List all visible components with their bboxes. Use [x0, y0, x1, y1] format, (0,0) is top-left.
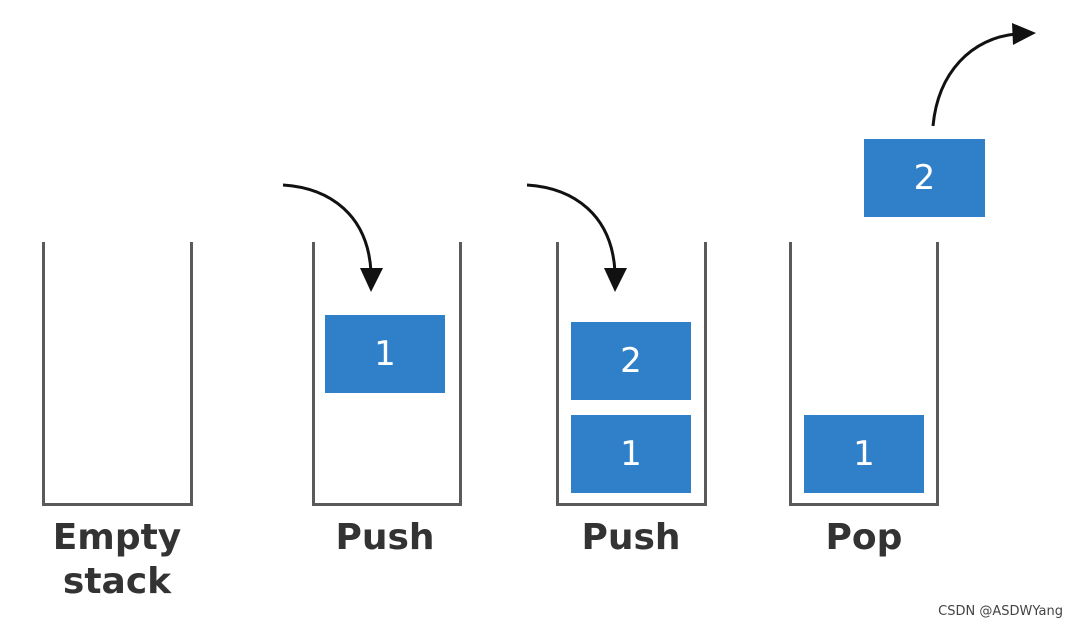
- push-one-container: [312, 242, 462, 506]
- empty-stack-label: Empty stack: [17, 516, 217, 604]
- stack-block-top: 2: [571, 322, 691, 400]
- pop-label: Pop: [825, 517, 903, 558]
- push-two-label: Push: [581, 517, 681, 558]
- stack-block: 1: [804, 415, 924, 493]
- empty-stack-label-line1: Empty: [52, 517, 182, 558]
- pop-arrow-icon: [931, 23, 1036, 127]
- pop-container: [789, 242, 939, 506]
- stack-block-bottom: 1: [571, 415, 691, 493]
- empty-stack-container: [42, 242, 193, 506]
- stack-block: 1: [325, 315, 445, 393]
- popped-block: 2: [864, 139, 985, 217]
- push-one-label: Push: [335, 517, 435, 558]
- empty-stack-label-line2: stack: [62, 561, 172, 602]
- watermark: CSDN @ASDWYang: [938, 604, 1063, 619]
- push-two-container: [556, 242, 707, 506]
